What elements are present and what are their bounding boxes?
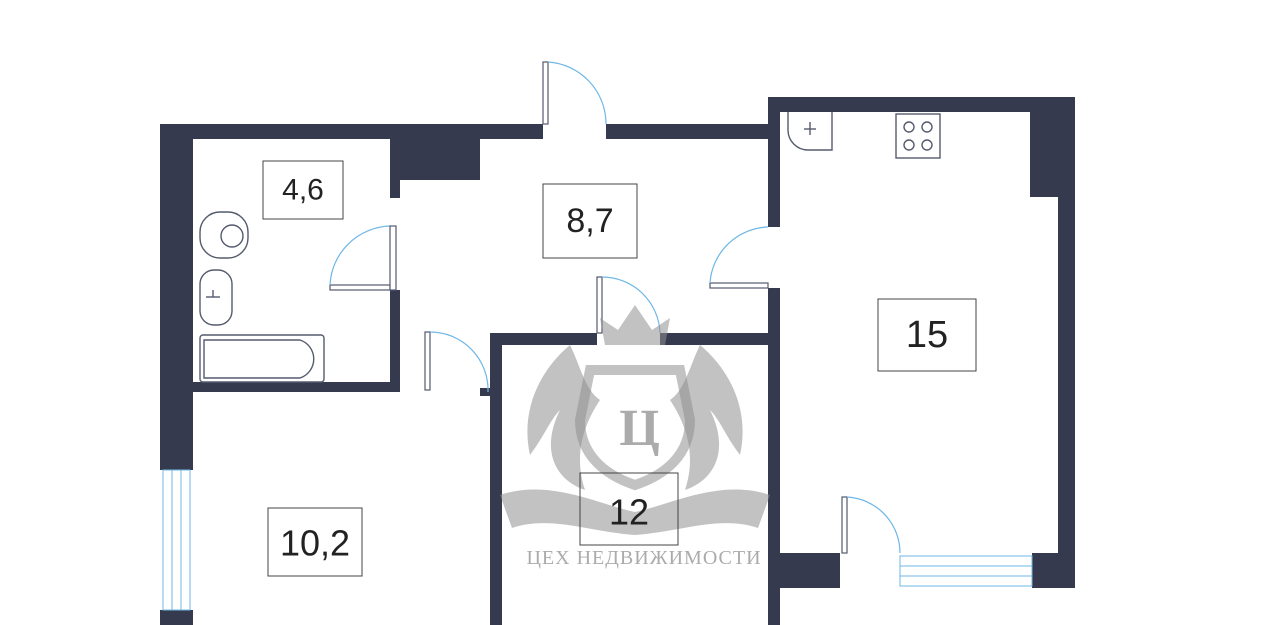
crown-icon	[600, 305, 670, 345]
door-bathroom	[329, 225, 397, 291]
room-area-bathroom: 4,6	[282, 174, 324, 207]
watermark-monogram: Ц	[619, 400, 660, 457]
room-area-kitchen-living: 15	[906, 314, 948, 356]
wall-kitchen-left-mid	[768, 288, 780, 578]
kitchen-sink-icon	[787, 112, 833, 151]
room-area-hall: 8,7	[566, 202, 613, 240]
watermark: Ц ЦЕХ НЕДВИЖИМОСТИ	[500, 305, 770, 569]
room-label-room-left: 10,2	[267, 507, 363, 577]
door-entrance	[542, 61, 607, 125]
wall-kitchen-bottom-left	[768, 553, 840, 588]
leaf-right-icon	[670, 345, 743, 490]
fixtures	[199, 112, 941, 383]
wall-kitchen-bottom-right	[1032, 553, 1075, 588]
room-label-bedroom: 12	[579, 472, 679, 546]
wall-top-right	[606, 124, 770, 139]
bathtub-icon	[199, 334, 325, 383]
wall-bedroom-top-left	[490, 333, 597, 345]
window-left	[162, 469, 191, 611]
leaf-left-icon	[527, 345, 600, 490]
room-labels: 4,6 8,7 15 12 10,2	[262, 160, 977, 577]
room-label-bathroom: 4,6	[262, 160, 344, 220]
stove-icon	[895, 113, 941, 159]
shield-icon	[574, 365, 696, 491]
door-kitchen	[709, 226, 769, 289]
wall-left-outer	[160, 124, 193, 470]
wall-pillar	[390, 124, 480, 180]
walls	[160, 97, 1075, 625]
wall-kitchen-right	[1058, 97, 1075, 587]
room-area-room-left: 10,2	[280, 523, 350, 564]
room-label-kitchen-living: 15	[877, 298, 977, 372]
windows	[162, 469, 1033, 611]
door-kitchen-bottom	[841, 496, 901, 554]
wall-kitchen-bottom-stub	[768, 588, 780, 625]
wall-hall-bottom-stub	[480, 388, 494, 396]
door-bedroom	[596, 276, 661, 334]
wall-bathroom-right	[390, 290, 400, 388]
wall-left-outer-lower	[160, 610, 193, 625]
room-label-hall: 8,7	[542, 183, 638, 259]
wall-bathroom-bottom	[160, 382, 400, 392]
wall-bedroom-left	[490, 333, 502, 625]
doors	[329, 61, 901, 554]
ribbon-icon	[500, 489, 770, 535]
wall-kitchen-top	[768, 97, 1075, 112]
wall-kitchen-left-top	[768, 97, 780, 227]
watermark-text: ЦЕХ НЕДВИЖИМОСТИ	[526, 547, 761, 569]
wall-top-left	[160, 124, 543, 139]
window-kitchen	[899, 555, 1033, 587]
wall-bedroom-top-right	[660, 333, 780, 345]
sink-icon	[199, 269, 233, 326]
door-room-left	[424, 331, 489, 393]
wall-pillar-lower	[390, 180, 400, 198]
toilet-icon	[199, 211, 249, 259]
room-area-bedroom: 12	[609, 492, 649, 533]
